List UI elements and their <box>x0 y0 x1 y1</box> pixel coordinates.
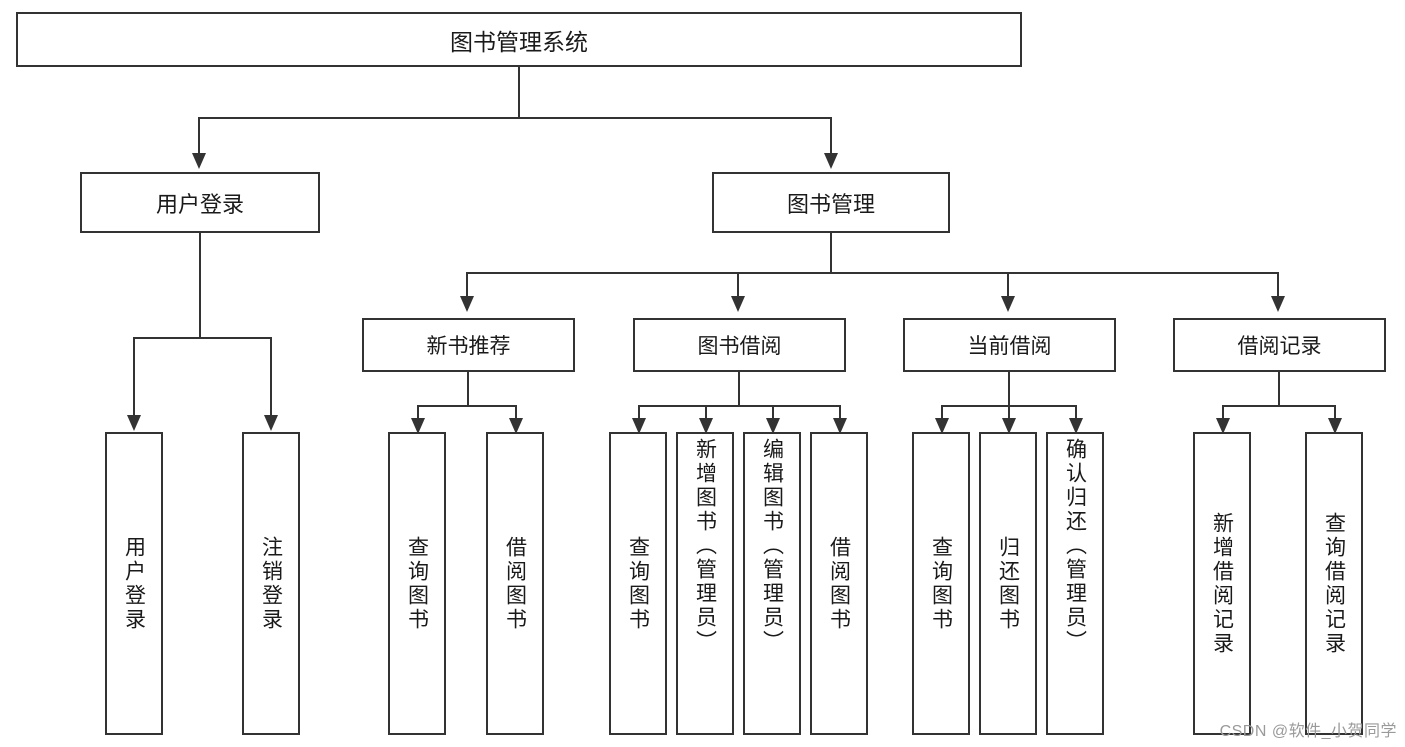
connector-bm-to-book-borrow <box>737 272 739 298</box>
connector-user-login-leaf1 <box>133 337 135 417</box>
arrow-bb-leaf2 <box>699 418 713 434</box>
leaf-label: 编辑图书（管理员） <box>760 438 784 654</box>
arrow-root-to-user-login <box>192 153 206 169</box>
arrow-nbr-leaf2 <box>509 418 523 434</box>
connector-br-leaf2 <box>1334 405 1336 419</box>
leaf-user-login-logout[interactable]: 注销登录 <box>242 432 300 735</box>
watermark: CSDN @软件_小贺同学 <box>1219 723 1397 740</box>
leaf-bb-edit-book-admin[interactable]: 编辑图书（管理员） <box>743 432 801 735</box>
arrow-user-login-leaf1 <box>127 415 141 431</box>
leaf-label: 借阅图书 <box>503 535 527 632</box>
connector-br-leaf1 <box>1222 405 1224 419</box>
node-borrow-record-label: 借阅记录 <box>1237 335 1322 358</box>
leaf-label: 查询图书 <box>626 535 650 632</box>
arrow-cb-leaf3 <box>1069 418 1083 434</box>
connector-nbr-stem <box>467 372 469 405</box>
node-current-borrow-label: 当前借阅 <box>967 335 1052 358</box>
connector-bm-to-borrow-record <box>1277 272 1279 298</box>
arrow-bb-leaf1 <box>632 418 646 434</box>
arrow-bb-leaf3 <box>766 418 780 434</box>
connector-root-to-user-login <box>198 117 200 155</box>
connector-nbr-bar <box>417 405 517 407</box>
node-book-manage-label: 图书管理 <box>786 191 875 217</box>
connector-book-manage-stem <box>830 233 832 272</box>
leaf-bb-add-book-admin[interactable]: 新增图书（管理员） <box>676 432 734 735</box>
connector-root-to-book-manage <box>830 117 832 155</box>
node-book-borrow[interactable]: 图书借阅 <box>633 318 846 372</box>
node-current-borrow[interactable]: 当前借阅 <box>903 318 1116 372</box>
arrow-br-leaf1 <box>1216 418 1230 434</box>
node-new-book-recommend-label: 新书推荐 <box>426 335 511 358</box>
connector-nbr-leaf2 <box>515 405 517 419</box>
connector-br-bar <box>1222 405 1335 407</box>
leaf-label: 查询图书 <box>929 535 953 632</box>
leaf-cb-query-book[interactable]: 查询图书 <box>912 432 970 735</box>
connector-cb-leaf3 <box>1075 405 1077 419</box>
node-user-login[interactable]: 用户登录 <box>80 172 320 233</box>
connector-user-login-stem <box>199 233 201 337</box>
node-new-book-recommend[interactable]: 新书推荐 <box>362 318 575 372</box>
leaf-nbr-query-book[interactable]: 查询图书 <box>388 432 446 735</box>
connector-user-login-bar <box>133 337 271 339</box>
leaf-cb-confirm-return-admin[interactable]: 确认归还（管理员） <box>1046 432 1104 735</box>
arrow-cb-leaf1 <box>935 418 949 434</box>
leaf-cb-return-book[interactable]: 归还图书 <box>979 432 1037 735</box>
connector-cb-leaf1 <box>941 405 943 419</box>
leaf-label: 用户登录 <box>122 535 146 632</box>
node-book-borrow-label: 图书借阅 <box>697 335 782 358</box>
arrow-bm-to-borrow-record <box>1271 296 1285 312</box>
arrow-bm-to-new-book <box>460 296 474 312</box>
arrow-bm-to-book-borrow <box>731 296 745 312</box>
leaf-user-login-login[interactable]: 用户登录 <box>105 432 163 735</box>
leaf-label: 注销登录 <box>259 535 283 632</box>
connector-bb-stem <box>738 372 740 405</box>
arrow-cb-leaf2 <box>1002 418 1016 434</box>
connector-cb-stem <box>1008 372 1010 405</box>
connector-bm-to-current-borrow <box>1007 272 1009 298</box>
connector-cb-leaf2 <box>1008 405 1010 419</box>
arrow-nbr-leaf1 <box>411 418 425 434</box>
connector-bb-leaf3 <box>772 405 774 419</box>
node-root-label: 图书管理系统 <box>450 28 588 55</box>
leaf-bb-borrow-book[interactable]: 借阅图书 <box>810 432 868 735</box>
node-root-system[interactable]: 图书管理系统 <box>16 12 1022 67</box>
arrow-bm-to-current-borrow <box>1001 296 1015 312</box>
arrow-bb-leaf4 <box>833 418 847 434</box>
leaf-br-query-record[interactable]: 查询借阅记录 <box>1305 432 1363 735</box>
node-user-login-label: 用户登录 <box>155 191 244 217</box>
connector-user-login-leaf2 <box>270 337 272 417</box>
leaf-bb-query-book[interactable]: 查询图书 <box>609 432 667 735</box>
node-book-manage[interactable]: 图书管理 <box>712 172 950 233</box>
leaf-label: 归还图书 <box>996 535 1020 632</box>
arrow-root-to-book-manage <box>824 153 838 169</box>
connector-bb-leaf1 <box>638 405 640 419</box>
connector-bm-to-new-book <box>466 272 468 298</box>
connector-br-stem <box>1278 372 1280 405</box>
connector-bb-leaf2 <box>705 405 707 419</box>
leaf-label: 新增图书（管理员） <box>693 438 717 654</box>
connector-book-manage-bar <box>466 272 1278 274</box>
arrow-user-login-leaf2 <box>264 415 278 431</box>
leaf-nbr-borrow-book[interactable]: 借阅图书 <box>486 432 544 735</box>
leaf-label: 新增借阅记录 <box>1210 511 1234 656</box>
leaf-label: 查询图书 <box>405 535 429 632</box>
connector-bb-leaf4 <box>839 405 841 419</box>
node-borrow-record[interactable]: 借阅记录 <box>1173 318 1386 372</box>
connector-root-stem <box>518 67 520 117</box>
arrow-br-leaf2 <box>1328 418 1342 434</box>
connector-nbr-leaf1 <box>417 405 419 419</box>
leaf-label: 确认归还（管理员） <box>1063 438 1087 654</box>
leaf-label: 查询借阅记录 <box>1322 511 1346 656</box>
leaf-br-add-record[interactable]: 新增借阅记录 <box>1193 432 1251 735</box>
leaf-label: 借阅图书 <box>827 535 851 632</box>
connector-root-bar <box>198 117 830 119</box>
connector-bb-bar <box>638 405 841 407</box>
